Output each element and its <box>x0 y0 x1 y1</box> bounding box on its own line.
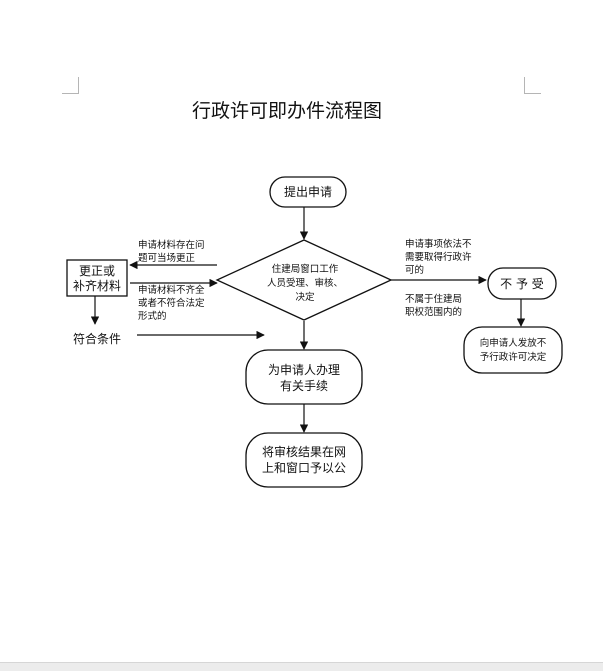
note-line: 申请材料不齐全 <box>138 284 205 296</box>
notify-label-line: 予行政许可决定 <box>480 351 547 363</box>
note-incomplete: 申请材料不齐全 或者不符合法定 形式的 <box>138 284 205 322</box>
decision-label-line: 决定 <box>295 291 315 303</box>
connectors <box>90 207 526 433</box>
decision-node: 住建局窗口工作 人员受理、审核、 决定 <box>215 239 393 321</box>
note-line: 形式的 <box>138 310 167 322</box>
decision-label-line: 人员受理、审核、 <box>267 277 343 289</box>
correct-label-line: 更正或 <box>79 264 115 278</box>
start-node: 提出申请 <box>269 176 347 208</box>
process-label-line: 有关手续 <box>280 379 328 393</box>
note-line: 职权范围内的 <box>405 306 462 318</box>
note-line: 或者不符合法定 <box>138 297 205 309</box>
margin-corner-mark <box>62 77 79 94</box>
reject-node: 不 予 受 <box>487 267 557 300</box>
page-title: 行政许可即办件流程图 <box>192 100 382 122</box>
note-line: 需要取得行政许 <box>405 251 472 263</box>
margin-corner-mark <box>524 77 541 94</box>
notify-node: 向申请人发放不 予行政许可决定 <box>463 326 563 374</box>
note-out-of-scope: 不属于住建局 职权范围内的 <box>405 293 462 318</box>
process-label-line: 为申请人办理 <box>268 362 340 377</box>
note-no-permit-needed: 申请事项依法不 需要取得行政许 可的 <box>405 238 472 276</box>
notify-label-line: 向申请人发放不 <box>480 337 547 349</box>
note-fix-onsite: 申请材料存在问 题可当场更正 <box>138 239 205 264</box>
note-line: 题可当场更正 <box>138 252 196 264</box>
correct-materials-node: 更正或 补齐材料 <box>66 259 128 297</box>
note-line: 不属于住建局 <box>405 293 462 305</box>
note-line: 可的 <box>405 264 424 276</box>
publish-label-line: 上和窗口予以公 <box>262 461 346 475</box>
note-line: 申请材料存在问 <box>138 239 205 251</box>
publish-label-line: 将审核结果在网 <box>262 444 346 459</box>
correct-label-line: 补齐材料 <box>73 278 121 293</box>
note-line: 申请事项依法不 <box>405 238 472 250</box>
condition-label: 符合条件 <box>73 331 121 346</box>
process-node: 为申请人办理 有关手续 <box>245 349 363 405</box>
bottom-scroll-edge <box>0 662 603 671</box>
reject-label: 不 予 受 <box>500 277 544 291</box>
publish-node: 将审核结果在网 上和窗口予以公 <box>245 432 363 488</box>
decision-label-line: 住建局窗口工作 <box>272 263 339 275</box>
start-node-label: 提出申请 <box>284 184 332 199</box>
